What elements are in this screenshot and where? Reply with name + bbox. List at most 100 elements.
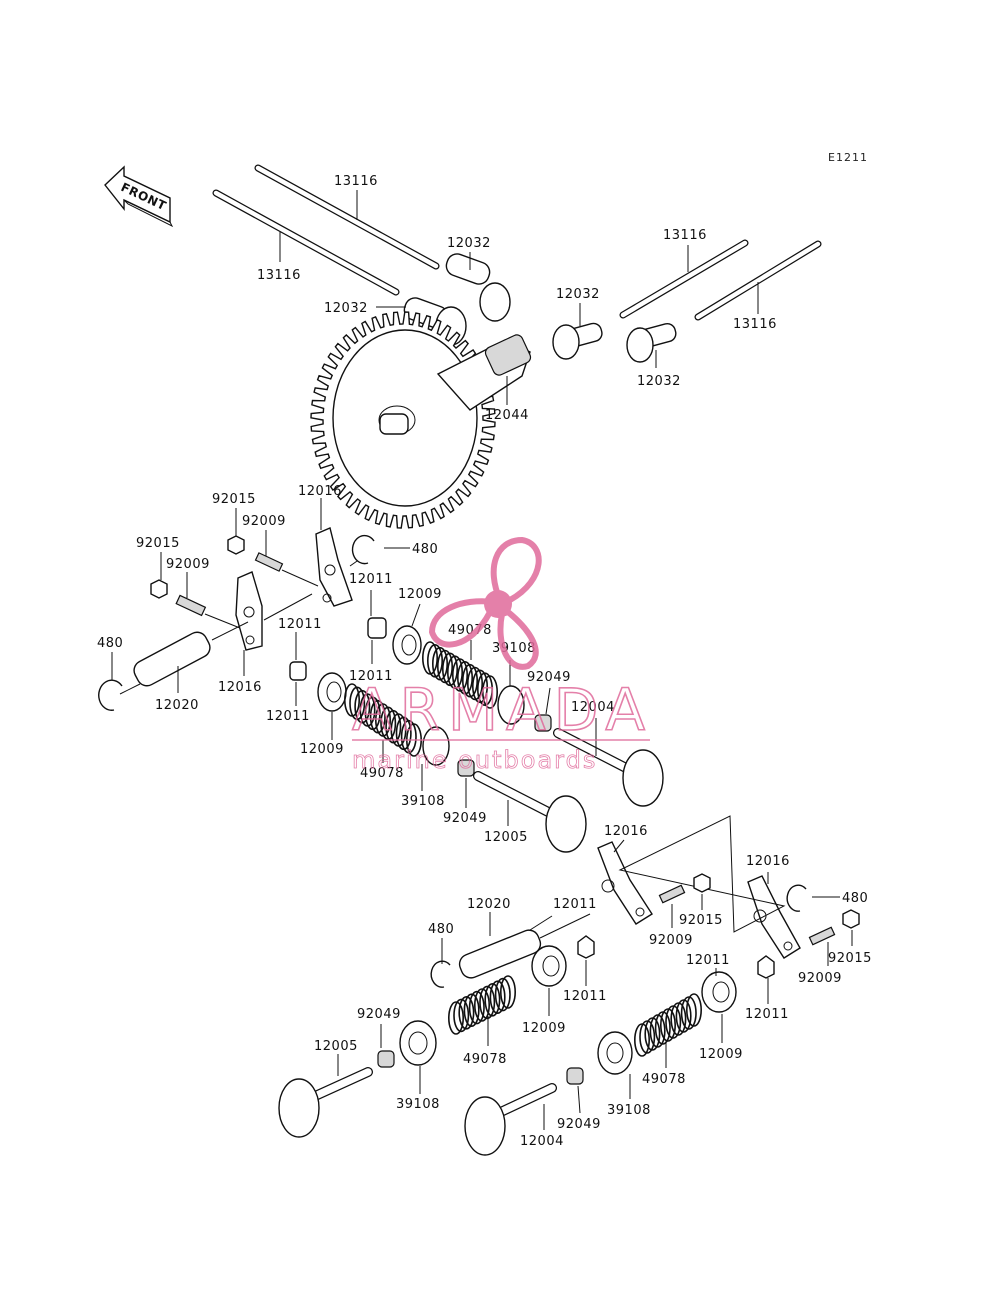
cotter-lower-a (377, 1050, 395, 1068)
valve-spring-lower-b (633, 993, 702, 1057)
label-rocker-d: 12016 (746, 854, 790, 869)
propeller-logo-icon (428, 536, 542, 670)
spring-seat-lower-b (597, 1031, 633, 1075)
nut-lower-b (842, 909, 860, 929)
valve-spring-lower-a (447, 975, 516, 1035)
push-rod-left-b (212, 189, 400, 296)
intake-valve-upper (553, 728, 664, 807)
label-retainer-d: 12009 (699, 1047, 743, 1062)
label-collar-f: 12011 (686, 953, 730, 968)
tappet-lower-right (626, 322, 677, 363)
spring-seat-upper-b (422, 726, 450, 766)
label-retainer-a: 12009 (398, 587, 442, 602)
collar-upper-a (367, 617, 387, 639)
intake-valve-lower (464, 1083, 557, 1156)
label-collar-c: 12011 (349, 669, 393, 684)
label-circlip-a: 480 (412, 542, 438, 557)
label-tappet-a: 12032 (447, 236, 491, 251)
label-valve-d: 12004 (520, 1134, 564, 1149)
label-shaft-a: 12020 (155, 698, 199, 713)
spring-retainer-upper-a (392, 625, 422, 665)
spring-retainer-upper-b (317, 672, 347, 712)
label-collar-g: 12011 (563, 989, 607, 1004)
label-circlip-b: 480 (97, 636, 123, 651)
label-seat-c: 39108 (396, 1097, 440, 1112)
label-screw-b: 92009 (166, 557, 210, 572)
rocker-arm-upper-right (315, 527, 353, 607)
spring-seat-upper-a (497, 685, 525, 725)
label-rocker-a: 12016 (298, 484, 342, 499)
label-spring-c: 49078 (463, 1052, 507, 1067)
adjusting-screw-upper-a (254, 552, 284, 572)
cotter-upper-a (534, 714, 552, 732)
label-valve-b: 12005 (484, 830, 528, 845)
watermark: ARMADA marine outboards (351, 536, 653, 774)
valve-spring-upper-a (421, 641, 498, 709)
label-retainer-b: 12009 (300, 742, 344, 757)
spring-retainer-lower-b (701, 971, 737, 1013)
label-seat-d: 39108 (607, 1103, 651, 1118)
label-valve-c: 12005 (314, 1039, 358, 1054)
nut-upper-a (227, 535, 245, 555)
label-collar-h: 12011 (745, 1007, 789, 1022)
label-spring-d: 49078 (642, 1072, 686, 1087)
label-retainer-c: 12009 (522, 1021, 566, 1036)
label-screw-c: 92009 (649, 933, 693, 948)
spring-retainer-lower-a (531, 945, 567, 987)
exhaust-valve-lower (278, 1067, 373, 1138)
tappet-upper-right (552, 322, 603, 360)
label-seat-a: 39108 (492, 641, 536, 656)
collar-lower-b (757, 955, 775, 979)
push-rod-left-a (254, 164, 440, 270)
label-cotter-a: 92049 (527, 670, 571, 685)
label-cotter-d: 92049 (557, 1117, 601, 1132)
label-pushrod-a: 13116 (334, 174, 378, 189)
rocker-shaft-lower (458, 913, 591, 979)
label-screw-d: 92009 (798, 971, 842, 986)
label-tappet-b: 12032 (324, 301, 368, 316)
cotter-lower-b (566, 1067, 584, 1085)
spring-seat-lower-a (399, 1020, 437, 1066)
circlip-lower-right (786, 884, 807, 912)
label-nut-a: 92015 (212, 492, 256, 507)
collar-lower-a (577, 935, 595, 959)
label-rocker-b: 12016 (218, 680, 262, 695)
rocker-arm-lower-right (747, 875, 801, 959)
watermark-brand: ARMADA (352, 676, 653, 744)
watermark-tagline: marine outboards (352, 746, 597, 774)
push-rod-right-b (694, 240, 822, 321)
adjusting-screw-lower-a (658, 884, 686, 904)
adjusting-screw-lower-b (808, 926, 836, 946)
push-rod-right-a (619, 239, 749, 319)
circlip-upper-right (351, 534, 375, 565)
label-spring-b: 49078 (360, 766, 404, 781)
adjusting-screw-upper-b (175, 594, 207, 617)
tappet-upper-left (445, 253, 511, 322)
label-valve-a: 12004 (571, 700, 615, 715)
nut-upper-b (150, 579, 168, 599)
valve-spring-upper-b (343, 683, 422, 757)
collar-upper-b (289, 661, 307, 681)
label-collar-b: 12011 (278, 617, 322, 632)
label-tappet-c: 12032 (556, 287, 600, 302)
label-nut-b: 92015 (136, 536, 180, 551)
label-pushrod-c: 13116 (663, 228, 707, 243)
label-collar-e: 12011 (553, 897, 597, 912)
label-rocker-c: 12016 (604, 824, 648, 839)
rocker-arm-lower-left (597, 841, 653, 925)
label-seat-b: 39108 (401, 794, 445, 809)
front-arrow-icon: FRONT (104, 165, 174, 228)
nut-lower-a (693, 873, 711, 893)
leader-lines (111, 190, 853, 1130)
label-circlip-c: 480 (842, 891, 868, 906)
exhaust-valve-upper (473, 771, 587, 853)
circlip-upper-left (98, 679, 123, 711)
label-nut-d: 92015 (828, 951, 872, 966)
label-screw-a: 92009 (242, 514, 286, 529)
cotter-upper-b (457, 759, 475, 777)
label-pushrod-b: 13116 (257, 268, 301, 283)
label-cotter-b: 92049 (443, 811, 487, 826)
label-collar-a: 12011 (349, 572, 393, 587)
diagram-code: E1211 (828, 151, 868, 164)
